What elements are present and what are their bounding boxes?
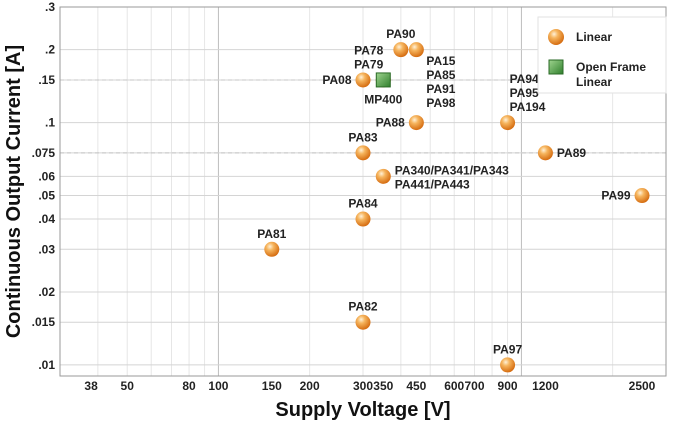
point-label: PA97 [493,342,522,356]
x-tick-label: 600 [444,379,464,393]
point-label: PA91 [426,82,455,96]
x-tick-label: 200 [300,379,320,393]
y-axis-title: Continuous Output Current [A] [3,45,25,338]
point-label: PA78 [354,43,383,57]
data-point-pa94 [500,115,516,131]
data-point-pa82 [355,314,371,330]
point-label: PA441/PA443 [395,177,470,191]
point-label: PA08 [322,73,351,87]
legend-open-frame-line-1: Open Frame [576,60,646,74]
data-point-pa88 [408,115,424,131]
x-tick-label: 350 [373,379,393,393]
y-tick-label: .3 [45,0,55,14]
point-label: PA79 [354,57,383,71]
data-point-pa15 [408,42,424,58]
point-label: PA90 [386,27,415,41]
x-tick-label: 300 [353,379,373,393]
point-label: PA84 [348,197,377,211]
data-point-pa08 [355,72,371,88]
y-tick-label: .02 [38,285,55,299]
data-point-pa81 [264,241,280,257]
x-tick-label: 50 [121,379,135,393]
data-point-mp400 [375,72,391,88]
data-point-pa83 [355,145,371,161]
legend-box [537,16,667,94]
legend-linear-label: Linear [576,30,612,44]
x-tick-label: 450 [406,379,426,393]
point-label: PA89 [557,146,586,160]
data-point-pa89 [537,145,553,161]
y-tick-label: .1 [45,116,55,130]
data-point-pa99 [634,188,650,204]
point-label: PA15 [426,54,455,68]
point-label: PA85 [426,68,455,82]
point-label: PA82 [348,300,377,314]
point-label: MP400 [364,92,402,106]
point-label: PA98 [426,96,455,110]
x-tick-label: 150 [262,379,282,393]
point-label: PA99 [601,189,630,203]
point-label: PA194 [510,100,546,114]
point-label: PA340/PA341/PA343 [395,163,509,177]
y-tick-label: .015 [32,315,56,329]
data-point-pa90 [393,42,409,58]
x-tick-label: 700 [464,379,484,393]
point-label: PA94 [510,72,539,86]
y-tick-label: .075 [32,146,56,160]
data-point-pa97 [500,357,516,373]
point-label: PA83 [348,130,377,144]
y-axis-ticks: .01 .015 .02 .03 .04 .05 .06 .075 .1 .15 .2 .3 [32,0,56,372]
y-tick-label: .01 [38,358,55,372]
data-point-pa84 [355,211,371,227]
x-tick-label: 1200 [532,379,559,393]
y-tick-label: .2 [45,43,55,57]
y-tick-label: .06 [38,169,55,183]
point-label: PA81 [257,227,286,241]
plot-frame [59,6,667,377]
y-tick-label: .05 [38,189,55,203]
series-points [264,42,650,373]
point-label: PA88 [376,116,405,130]
y-tick-label: .03 [38,242,55,256]
x-tick-label: 900 [498,379,518,393]
x-axis-title: Supply Voltage [V] [275,399,450,421]
x-tick-label: 38 [84,379,98,393]
y-tick-label: .04 [38,212,55,226]
legend-open-frame-marker [548,59,564,75]
legend-linear-marker [548,29,564,45]
point-label: PA95 [510,86,539,100]
x-tick-label: 100 [208,379,228,393]
legend-open-frame-line-2: Linear [576,75,612,89]
y-tick-label: .15 [38,73,55,87]
x-tick-label: 80 [182,379,196,393]
data-point-pa340-pa341-pa343 [375,168,391,184]
x-tick-label: 2500 [629,379,656,393]
